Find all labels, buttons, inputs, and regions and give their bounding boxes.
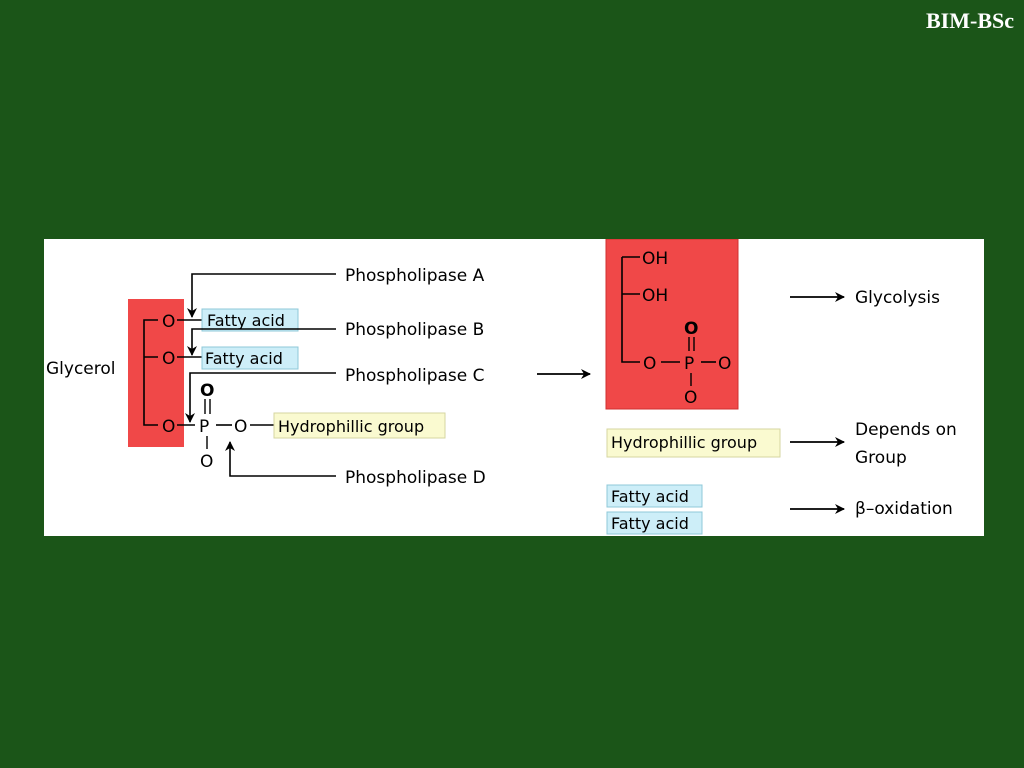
fate-fatty-acid-box-2 — [606, 511, 703, 535]
fate-hydrophillic-label: Hydrophillic group — [611, 433, 757, 452]
depends-on-label-line2: Group — [855, 448, 907, 468]
brand-label: BIM-BSc — [926, 8, 1014, 33]
oxygen-atom-1: O — [162, 312, 175, 332]
phospholipase-b-label: Phospholipase B — [345, 320, 484, 340]
product-oxygen-top: O — [684, 319, 698, 339]
phospholipid-diagram: Glycerol O O O Fatty acid Fatty acid P O… — [46, 239, 957, 535]
fatty-acid-label-1: Fatty acid — [207, 311, 285, 330]
product-oxygen-left: O — [643, 354, 656, 374]
glycerol-box — [128, 299, 184, 447]
phospholipase-a-label: Phospholipase A — [345, 266, 485, 286]
fate-fatty-acid-box-1 — [606, 484, 703, 508]
phosphate-oxygen-right: O — [234, 417, 247, 437]
phosphate-oxygen-bottom: O — [200, 452, 213, 472]
phospholipase-c-label: Phospholipase C — [345, 366, 485, 386]
phospholipase-c-arrow — [185, 372, 336, 423]
depends-on-label-line1: Depends on — [855, 420, 957, 440]
oxygen-atom-3: O — [162, 417, 175, 437]
hydrophillic-box — [273, 412, 446, 439]
product-oxygen-right: O — [718, 354, 731, 374]
fate-fatty-acid-label-1: Fatty acid — [611, 487, 689, 506]
fatty-acid-box-2 — [201, 346, 299, 370]
phospholipase-b-arrow — [187, 328, 336, 356]
hydrophillic-label: Hydrophillic group — [278, 417, 424, 436]
fatty-acid-label-2: Fatty acid — [205, 349, 283, 368]
product-phosphorus: P — [684, 354, 694, 374]
glycerol-phosphate-box — [605, 239, 739, 410]
glycolysis-label: Glycolysis — [855, 288, 940, 308]
hydroxyl-label-2: OH — [642, 286, 668, 306]
fatty-acid-box-1 — [201, 308, 299, 332]
product-oxygen-bottom: O — [684, 388, 697, 408]
glycerol-backbone — [143, 319, 158, 426]
phospholipase-a-arrow — [187, 273, 336, 318]
glycerol-phosphate-backbone — [621, 256, 640, 363]
phosphate-oxygen-top: O — [200, 381, 214, 401]
phospholipase-d-arrow — [225, 441, 336, 477]
oxygen-atom-2: O — [162, 349, 175, 369]
hydroxyl-label-1: OH — [642, 249, 668, 269]
beta-oxidation-label: β–oxidation — [855, 499, 953, 519]
phosphorus-atom: P — [199, 417, 209, 437]
phospholipase-d-label: Phospholipase D — [345, 468, 486, 488]
fate-hydrophillic-box — [606, 428, 781, 458]
diagram-panel: Glycerol O O O Fatty acid Fatty acid P O… — [44, 239, 984, 536]
fate-fatty-acid-label-2: Fatty acid — [611, 514, 689, 533]
glycerol-label: Glycerol — [46, 359, 116, 379]
